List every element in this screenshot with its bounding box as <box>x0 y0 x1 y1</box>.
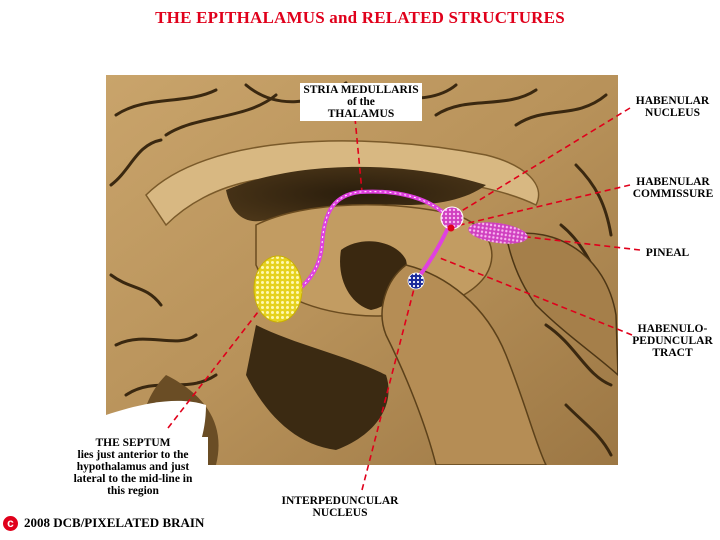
leader-pineal <box>509 234 641 251</box>
leader-habenulo-peduncular <box>439 257 633 336</box>
habenulo-peduncular-tract <box>416 226 450 280</box>
interpeduncular-nucleus-marker <box>407 272 425 290</box>
septum-area <box>253 255 303 323</box>
label-stria-medullaris: STRIA MEDULLARIS of the THALAMUS <box>300 83 422 121</box>
copyright-notice: c 2008 DCB/PIXELATED BRAIN <box>3 515 204 531</box>
stria-medullaris-tract <box>278 189 454 302</box>
leader-habenular-commissure <box>459 184 631 226</box>
leader-stria <box>354 117 363 193</box>
copyright-text: 2008 DCB/PIXELATED BRAIN <box>24 515 205 530</box>
leader-septum <box>167 289 276 429</box>
label-interpeduncular: INTERPEDUNCULAR NUCLEUS <box>281 495 399 519</box>
copyright-icon: c <box>3 515 18 531</box>
brain-section-image <box>106 75 618 465</box>
label-habenular-nucleus: HABENULAR NUCLEUS <box>635 95 710 119</box>
label-septum: THE SEPTUM lies just anterior to the hyp… <box>58 437 208 497</box>
label-pineal: PINEAL <box>645 247 690 259</box>
habenular-commissure-marker <box>447 224 455 232</box>
leader-habenular-nucleus <box>454 107 631 216</box>
label-habenular-commissure: HABENULAR COMMISSURE <box>632 176 714 200</box>
label-habenulo-peduncular: HABENULO- PEDUNCULAR TRACT <box>632 323 713 359</box>
pineal-body <box>468 222 528 244</box>
leader-interpeduncular <box>361 284 416 491</box>
page-title: THE EPITHALAMUS and RELATED STRUCTURES <box>155 8 565 27</box>
